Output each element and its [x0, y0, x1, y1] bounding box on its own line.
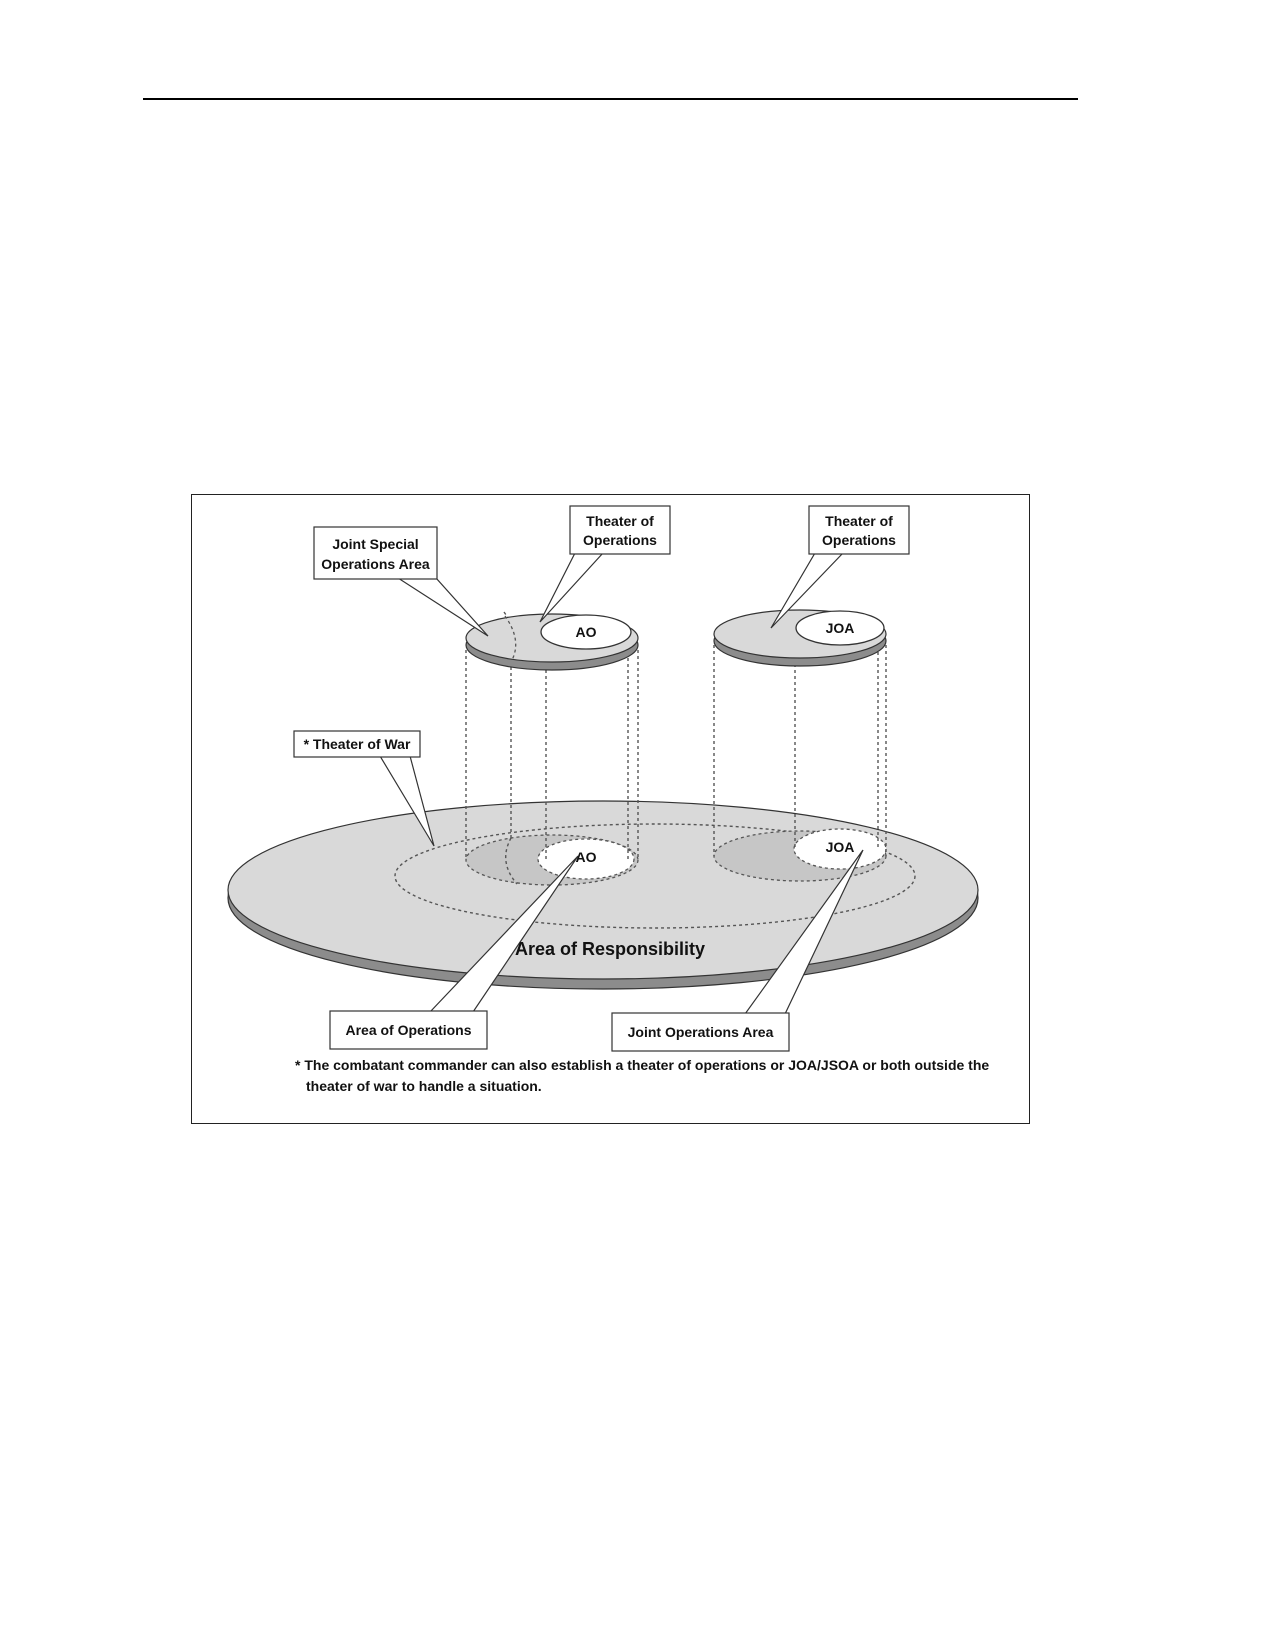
callout-theater-of-war: * Theater of War — [293, 730, 421, 758]
label-joa-base: JOA — [826, 839, 855, 855]
right-theater-disk — [713, 609, 887, 667]
left-theater-disk — [465, 613, 639, 671]
callout-joint-operations-area: Joint Operations Area — [611, 1012, 790, 1052]
footnote-line-1: * The combatant commander can also estab… — [295, 1057, 989, 1073]
footnote-line-2: theater of war to handle a situation. — [306, 1078, 542, 1094]
right-cylinder-projection-lines — [713, 640, 887, 856]
label-ao-top: AO — [576, 624, 597, 640]
label-area-of-responsibility: Area of Responsibility — [515, 939, 705, 959]
page-header-rule — [143, 98, 1078, 100]
callout-theater-of-war-label: * Theater of War — [304, 736, 411, 752]
callout-theater-ops-left-line-2: Operations — [583, 532, 657, 548]
base-left-projection — [465, 834, 639, 886]
callout-pointers — [378, 552, 864, 1015]
callout-jsoa: Joint Special Operations Area — [313, 526, 438, 580]
callout-area-of-operations: Area of Operations — [329, 1010, 488, 1050]
callout-theater-ops-right-line-2: Operations — [822, 532, 896, 548]
callout-theater-ops-left: Theater of Operations — [569, 505, 671, 555]
callout-area-of-operations-label: Area of Operations — [345, 1022, 471, 1038]
callout-theater-ops-left-line-1: Theater of — [586, 513, 654, 529]
callout-theater-ops-right-line-1: Theater of — [825, 513, 893, 529]
label-joa-top: JOA — [826, 620, 855, 636]
callout-jsoa-line-2: Operations Area — [321, 556, 430, 572]
callout-jsoa-line-1: Joint Special — [332, 536, 418, 552]
callout-joint-operations-area-label: Joint Operations Area — [628, 1024, 774, 1040]
theater-of-war-outline — [394, 823, 916, 929]
callout-theater-ops-right: Theater of Operations — [808, 505, 910, 555]
area-of-responsibility-disk — [227, 800, 979, 990]
label-ao-base: AO — [576, 849, 597, 865]
